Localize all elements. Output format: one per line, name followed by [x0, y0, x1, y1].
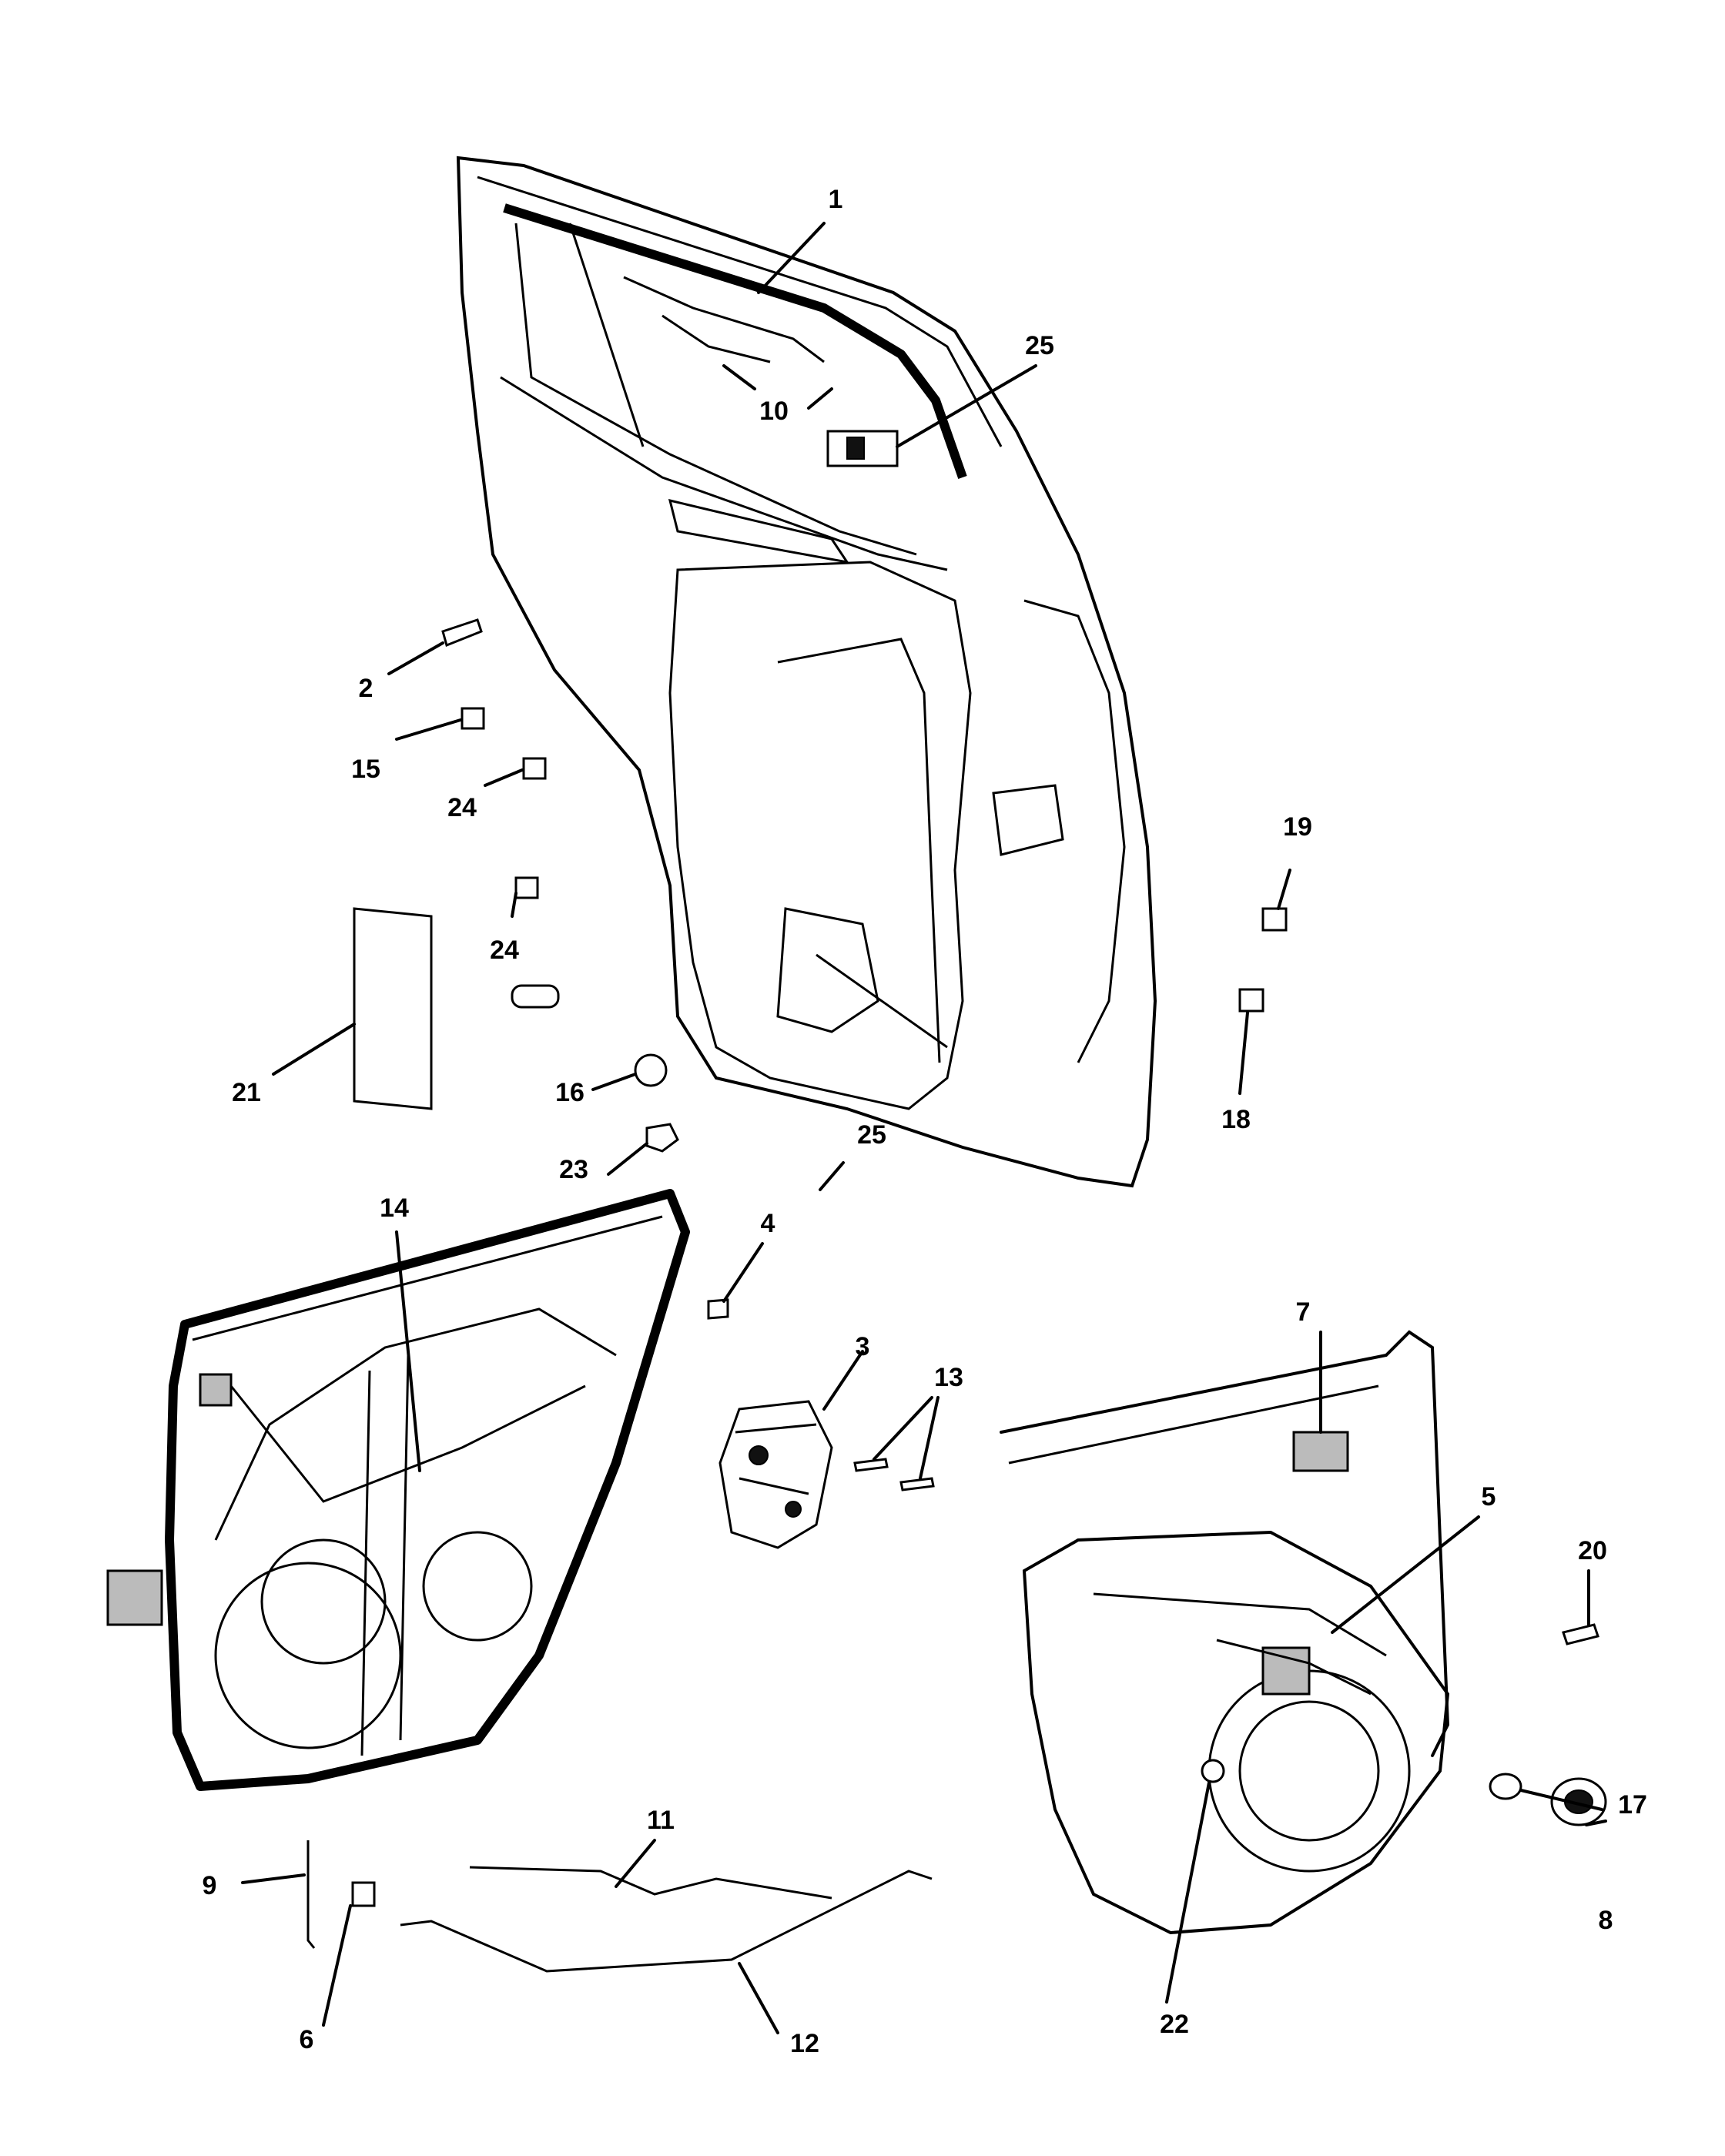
callout-9: 9	[203, 1871, 217, 1900]
callout-24: 24	[490, 936, 519, 965]
door-shell	[456, 156, 1157, 1188]
callout-3: 3	[856, 1332, 870, 1361]
callout-labels: 1 25 10 2 15 24 24 19 21 16 18 23 25 14 …	[203, 185, 1647, 2058]
callout-24: 24	[447, 793, 477, 822]
callout-8: 8	[1599, 1906, 1613, 1935]
callout-20: 20	[1578, 1536, 1607, 1565]
callout-19: 19	[1283, 812, 1312, 842]
callout-21: 21	[232, 1078, 261, 1107]
callout-25: 25	[857, 1120, 886, 1150]
fasteners	[306, 618, 1607, 1973]
callout-4: 4	[761, 1209, 775, 1238]
callout-16: 16	[555, 1078, 584, 1107]
callout-23: 23	[559, 1155, 588, 1184]
door-trim-panel	[106, 1189, 690, 1791]
callout-12: 12	[790, 2029, 819, 2058]
door-opening-body-section	[1000, 1330, 1450, 1935]
callout-10: 10	[759, 397, 789, 426]
door-latch-assembly	[718, 1400, 833, 1549]
callout-15: 15	[351, 755, 380, 784]
callout-25: 25	[1025, 331, 1054, 360]
callout-6: 6	[300, 2025, 314, 2054]
callout-5: 5	[1482, 1482, 1496, 1512]
callout-1: 1	[829, 185, 843, 214]
callout-7: 7	[1296, 1297, 1311, 1327]
callout-18: 18	[1221, 1105, 1251, 1134]
callout-13: 13	[934, 1363, 963, 1392]
leader-lines	[241, 222, 1607, 2034]
callout-2: 2	[359, 674, 373, 703]
callout-14: 14	[380, 1194, 409, 1223]
callout-11: 11	[647, 1806, 675, 1835]
callout-17: 17	[1618, 1790, 1647, 1820]
callout-22: 22	[1160, 2010, 1189, 2039]
